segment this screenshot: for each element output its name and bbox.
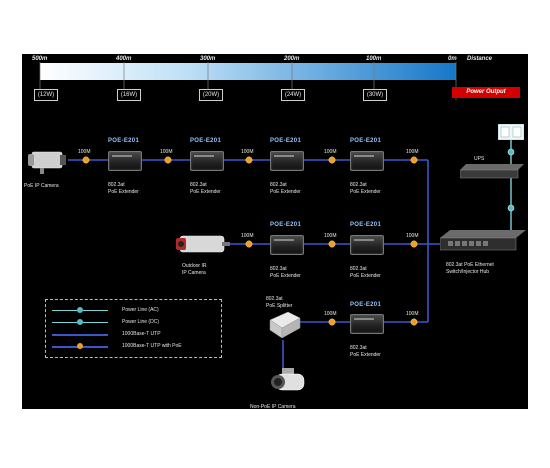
extender-caption-1: 802.3at: [190, 182, 207, 188]
distance-400m: 400m: [116, 56, 132, 62]
legend-label: Power Line (AC): [122, 307, 159, 313]
extender-caption-2: PoE Extender: [108, 189, 139, 195]
extender-caption-2: PoE Extender: [350, 352, 381, 358]
power-output-badge: Power Output: [452, 87, 520, 98]
extender-model: POE-E201: [350, 222, 382, 228]
extender-caption-1: 802.3at: [350, 345, 367, 351]
distance-500m: 500m: [32, 56, 48, 62]
poe-dot-r1-4: [328, 156, 336, 164]
legend-label: 1000Base-T UTP: [122, 331, 161, 337]
power-dot-1: [507, 148, 515, 156]
row2-camera-label-2: IP Camera: [182, 270, 206, 276]
link-label: 100M: [160, 149, 173, 155]
ups-label: UPS: [474, 156, 485, 162]
extender-model: POE-E201: [350, 302, 382, 308]
power-outlet-icon: [498, 124, 524, 140]
power-step-16w: (16W): [117, 89, 141, 101]
poe-dot-r1-3: [245, 156, 253, 164]
extender-caption-2: PoE Extender: [190, 189, 221, 195]
ir-bullet-camera-icon: [176, 235, 230, 253]
link-label: 100M: [406, 233, 419, 239]
extender-device: [108, 151, 142, 171]
power-dot-2: [507, 204, 515, 212]
extender-device: [190, 151, 224, 171]
extender-device: [270, 151, 304, 171]
power-step-30w: (30W): [363, 89, 387, 101]
distance-bar: [40, 63, 456, 80]
poe-dot-r1-2: [164, 156, 172, 164]
row3-camera-label: Non-PoE IP Camera: [250, 404, 296, 410]
power-step-12w: (12W): [34, 89, 58, 101]
link-label: 100M: [324, 311, 337, 317]
legend-row-utp: 1000Base-T UTP: [46, 330, 221, 340]
extender-model: POE-E201: [270, 138, 302, 144]
legend-row-ac: Power Line (AC): [46, 306, 221, 316]
power-step-20w: (20W): [199, 89, 223, 101]
row2-camera-label-1: Outdoor IR: [182, 263, 207, 269]
extender-caption-1: 802.3at: [270, 182, 287, 188]
poe-dot-r1-1: [82, 156, 90, 164]
switch-label-1: 802.3at PoE Ethernet: [446, 262, 494, 268]
extender-model: POE-E201: [190, 138, 222, 144]
link-label: 100M: [241, 233, 254, 239]
extender-caption-2: PoE Extender: [350, 189, 381, 195]
switch-label-2: Switch/Injector Hub: [446, 269, 490, 275]
splitter-label-2: PoE Splitter: [266, 303, 293, 309]
link-label: 100M: [324, 149, 337, 155]
poe-splitter-icon: [269, 311, 301, 339]
legend-label: 1000Base-T UTP with PoE: [122, 343, 182, 349]
link-label: 100M: [406, 149, 419, 155]
power-step-24w: (24W): [281, 89, 305, 101]
extender-device: [350, 314, 384, 334]
extender-caption-2: PoE Extender: [270, 273, 301, 279]
non-poe-camera-icon: [271, 368, 305, 391]
legend-dot: [77, 319, 83, 325]
extender-device: [350, 235, 384, 255]
poe-dot-r1-5: [410, 156, 418, 164]
link-label: 100M: [241, 149, 254, 155]
extender-model: POE-E201: [270, 222, 302, 228]
poe-switch-icon: [440, 230, 526, 251]
poe-dot-r2-3: [410, 240, 418, 248]
extender-caption-2: PoE Extender: [270, 189, 301, 195]
distance-100m: 100m: [366, 56, 382, 62]
extender-caption-1: 802.3at: [350, 182, 367, 188]
poe-dot-r3-1: [328, 318, 336, 326]
link-label: 100M: [406, 311, 419, 317]
splitter-label-1: 802.3at: [266, 296, 283, 302]
poe-dots: [82, 156, 418, 326]
legend: Power Line (AC) Power Line (DC) 1000Base…: [45, 299, 222, 358]
box-camera-icon: [28, 151, 66, 174]
link-label: 100M: [324, 233, 337, 239]
power-dots: [507, 148, 515, 212]
legend-row-dc: Power Line (DC): [46, 318, 221, 328]
legend-dot: [77, 343, 83, 349]
extender-model: POE-E201: [350, 138, 382, 144]
extender-device: [350, 151, 384, 171]
extender-caption-1: 802.3at: [108, 182, 125, 188]
poe-dot-r2-1: [245, 240, 253, 248]
link-label: 100M: [78, 149, 91, 155]
distance-300m: 300m: [200, 56, 216, 62]
distance-label: Distance: [467, 56, 493, 62]
legend-dot: [77, 307, 83, 313]
poe-dot-r3-2: [410, 318, 418, 326]
extender-caption-1: 802.3at: [350, 266, 367, 272]
row1-camera-label: PoE IP Camera: [24, 183, 59, 189]
legend-row-utp-poe: 1000Base-T UTP with PoE: [46, 342, 221, 352]
legend-line: [52, 334, 108, 336]
poe-dot-r2-2: [328, 240, 336, 248]
extender-caption-1: 802.3at: [270, 266, 287, 272]
legend-label: Power Line (DC): [122, 319, 159, 325]
extender-caption-2: PoE Extender: [350, 273, 381, 279]
distance-200m: 200m: [284, 56, 300, 62]
ups-device-icon: [460, 164, 524, 179]
diagram-background: [22, 54, 528, 409]
extender-device: [270, 235, 304, 255]
extender-model: POE-E201: [108, 138, 140, 144]
distance-0m: 0m: [448, 56, 457, 62]
